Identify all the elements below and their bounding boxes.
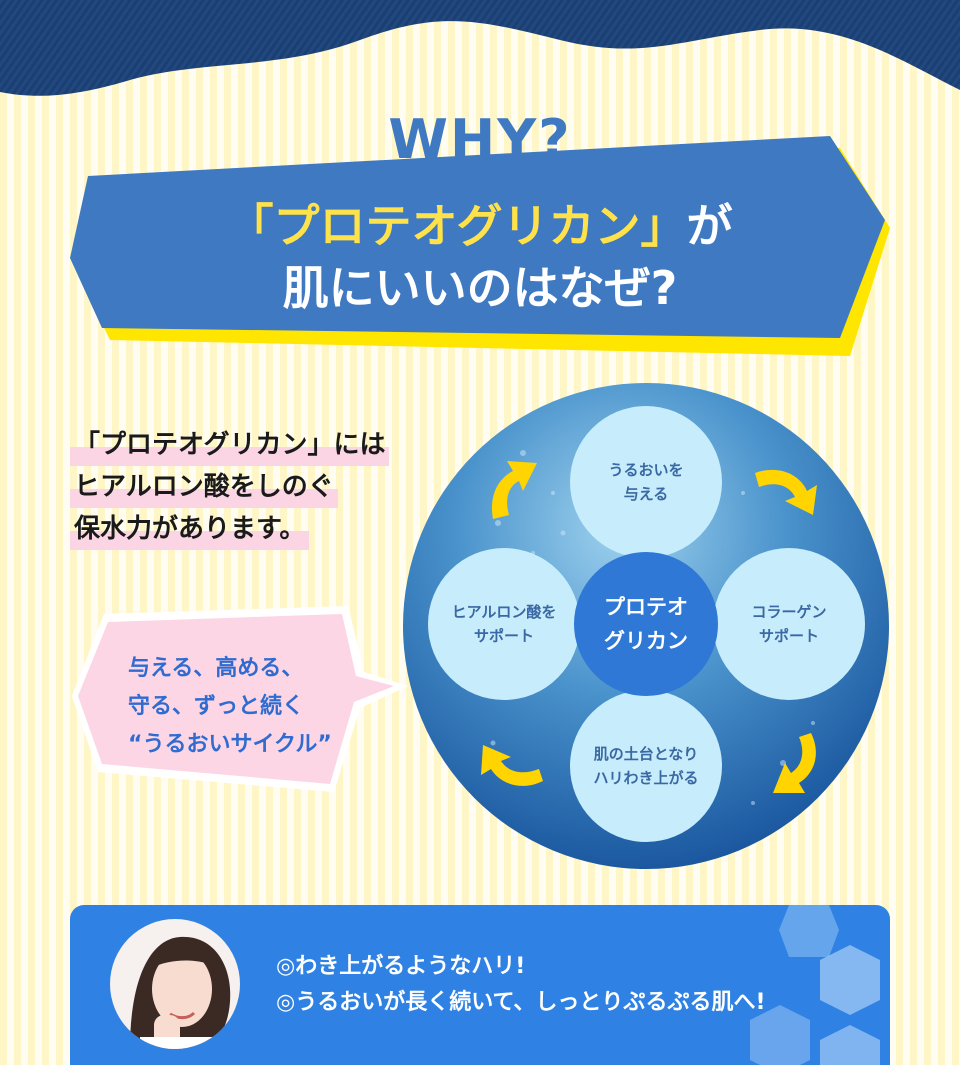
cycle-arrow-icon	[481, 745, 543, 786]
cycle-node-left: ヒアルロン酸を サポート	[428, 548, 580, 700]
node-label: ヒアルロン酸を	[451, 603, 557, 621]
center-label: グリカン	[604, 629, 688, 653]
bubble-line: 守る、ずっと続く	[128, 694, 305, 719]
node-label: うるおいを	[608, 461, 684, 479]
hexagon-decoration	[750, 905, 880, 1065]
moisture-cycle-diagram: うるおいを 与える コラーゲン サポート 肌の土台となり ハリわき上がる ヒアル…	[403, 383, 889, 869]
node-label: コラーゲン	[751, 603, 827, 621]
portrait-image	[110, 919, 240, 1049]
intro-line: 保水力があります。	[70, 508, 310, 550]
benefit-line: ◎わき上がるようなハリ!	[276, 954, 526, 979]
speech-bubble	[72, 606, 408, 792]
headline-banner	[70, 136, 890, 356]
benefits-panel: ◎わき上がるようなハリ! ◎うるおいが長く続いて、しっとりぷるぷる肌へ!	[70, 905, 890, 1065]
bubble-line: 与える、高める、	[128, 656, 304, 681]
banner-title-line1: 「プロテオグリカン」が	[0, 190, 960, 256]
top-wave-band	[0, 0, 960, 96]
banner-product-name: 「プロテオグリカン」	[227, 199, 687, 253]
center-label: プロテオ	[604, 595, 688, 619]
bubble-text: 与える、高める、 守る、ずっと続く “うるおいサイクル”	[128, 650, 388, 764]
banner-title-line2: 肌にいいのはなぜ?	[282, 261, 678, 315]
intro-text: 「プロテオグリカン」には ヒアルロン酸をしのぐ 保水力があります。	[70, 424, 430, 550]
cycle-arrow-icon	[491, 461, 537, 519]
woman-portrait-avatar	[110, 919, 240, 1049]
bubble-line: “うるおいサイクル”	[128, 732, 332, 757]
cycle-node-top: うるおいを 与える	[570, 406, 722, 558]
intro-line: ヒアルロン酸をしのぐ	[70, 466, 338, 508]
node-label: ハリわき上がる	[593, 769, 699, 787]
intro-line: 「プロテオグリカン」には	[70, 424, 390, 466]
cycle-node-right: コラーゲン サポート	[713, 548, 865, 700]
node-label: 与える	[623, 485, 669, 503]
cycle-node-bottom: 肌の土台となり ハリわき上がる	[570, 690, 722, 842]
benefit-line: ◎うるおいが長く続いて、しっとりぷるぷる肌へ!	[276, 990, 766, 1015]
node-label: 肌の土台となり	[593, 745, 699, 763]
node-label: サポート	[758, 627, 819, 645]
cycle-node-center: プロテオ グリカン	[574, 552, 718, 696]
cycle-arrow-icon	[755, 469, 817, 515]
node-label: サポート	[473, 627, 534, 645]
cycle-arrow-icon	[773, 733, 816, 793]
benefits-text: ◎わき上がるようなハリ! ◎うるおいが長く続いて、しっとりぷるぷる肌へ!	[276, 949, 876, 1021]
banner-suffix: が	[686, 199, 733, 253]
